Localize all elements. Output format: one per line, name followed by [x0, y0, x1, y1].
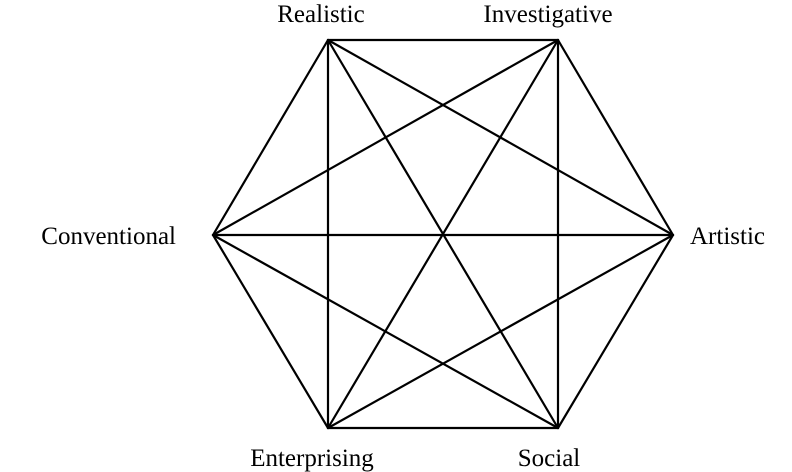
edge-s-c [211, 233, 560, 430]
node-label-social: Social [518, 445, 581, 472]
edges [211, 38, 675, 430]
node-label-enterprising: Enterprising [250, 445, 374, 472]
node-label-conventional: Conventional [41, 223, 176, 250]
edge-a-s [556, 233, 675, 430]
edge-i-a [556, 38, 675, 237]
node-label-artistic: Artistic [690, 223, 765, 250]
edge-i-c [211, 38, 560, 237]
edge-r-c [211, 38, 330, 237]
node-label-investigative: Investigative [483, 1, 612, 28]
edge-e-c [211, 233, 330, 430]
edge-a-e [326, 233, 675, 430]
node-label-realistic: Realistic [277, 1, 364, 28]
